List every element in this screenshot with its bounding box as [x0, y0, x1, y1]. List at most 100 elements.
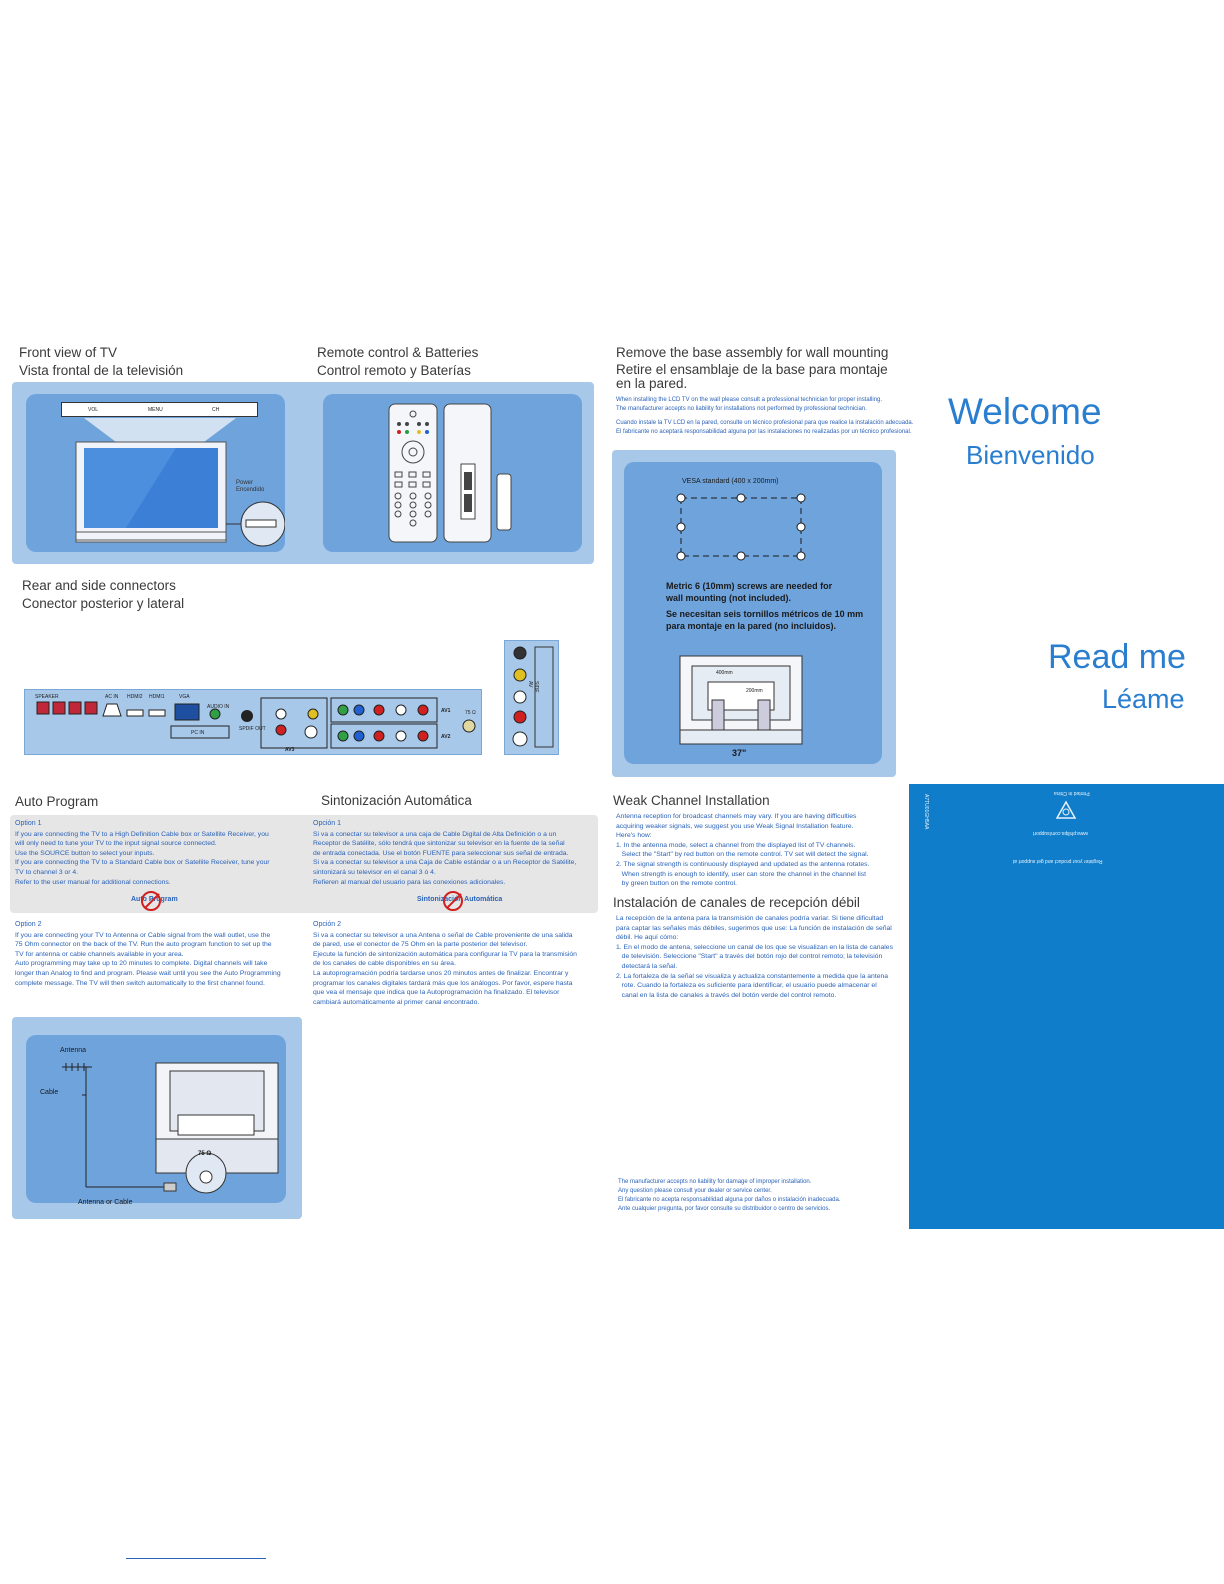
- screws-en-2: wall mounting (not included).: [666, 593, 791, 603]
- debil-body: La recepción de la antena para la transm…: [616, 914, 893, 1000]
- weak-line: 1. In the antenna mode, select a channel…: [616, 841, 856, 849]
- disclaimer: The manufacturer accepts no liability fo…: [618, 1178, 841, 1214]
- disclaimer-line: El fabricante no acepta responsabilidad …: [618, 1197, 841, 1203]
- sintonizacion-opt1: Opción 1 Si va a conectar su televisor a…: [313, 819, 576, 887]
- sint-opt2-line: Si va a conectar su televisor a una Ante…: [313, 931, 573, 939]
- front-view-title-es: Vista frontal de la televisión: [19, 363, 184, 378]
- debil-line: para captar las señales más débiles, sug…: [616, 924, 892, 932]
- antenna-diagram: Antenna Cable Antenna or Cable 75 Ω: [26, 1035, 286, 1206]
- note-es-2: El fabricante no aceptará responsabilida…: [616, 429, 912, 435]
- wall-mount-diagram: VESA standard (400 x 200mm) Metric 6 (10…: [624, 462, 882, 764]
- footer-rule: [126, 1558, 266, 1559]
- sint-opt1-line: Receptor de Satélite, sólo tendrá que si…: [313, 840, 565, 848]
- prohibited-icon: [141, 891, 161, 911]
- av3-label: AV3: [285, 747, 295, 753]
- auto-program-title: Auto Program: [15, 794, 99, 809]
- weak-line: When strength is enough to identify, use…: [616, 870, 866, 878]
- front-view-title-en: Front view of TV: [19, 345, 118, 360]
- auto-opt2-title: Option 2: [15, 921, 42, 928]
- auto-opt1-line: Use the SOURCE button to select your inp…: [15, 849, 155, 857]
- remote-diagram: [323, 394, 582, 552]
- sint-opt2-line: que vea el mensaje que indica que la Aut…: [313, 989, 560, 997]
- ohm-label: 75 Ω: [465, 710, 476, 716]
- debil-line: rote. Cuando la fortaleza es suficiente …: [616, 982, 877, 990]
- cable-label: Cable: [40, 1089, 59, 1096]
- screws-es-2: para montaje en la pared (no incluidos).: [666, 621, 837, 631]
- auto-opt1-line: will only need to tune your TV to the in…: [15, 840, 217, 848]
- debil-line: débil. He aquí cómo:: [616, 934, 679, 942]
- debil-line: 2. La fortaleza de la señal se visualiza…: [616, 972, 889, 980]
- weak-line: 2. The signal strength is continuously d…: [616, 860, 870, 868]
- av2-label: AV2: [441, 734, 451, 740]
- support-url: www.philips.com/support: [1033, 830, 1089, 836]
- sint-opt1-line: sintonizará su televisor en el canal 3 ó…: [313, 868, 436, 876]
- weak-line: acquiring weaker signals, we suggest you…: [616, 822, 854, 830]
- sint-opt1-line: de entrada conectada. Use el botón FUENT…: [313, 849, 569, 857]
- sint-opt2-line: programar los canales digitales tardará …: [313, 979, 573, 987]
- rear-connector-panel: SPEAKER AC IN HDMI2 HDMI1 VGA AUDIO IN P…: [24, 689, 482, 755]
- dim-height: 200mm: [746, 688, 763, 694]
- note-en-2: The manufacturer accepts no liability fo…: [616, 406, 867, 412]
- callout-lines: [75, 418, 285, 547]
- sint-opt1-line: Si va a conectar su televisor a una Caja…: [313, 859, 577, 867]
- pc-in-label: PC IN: [191, 730, 205, 736]
- remote-title-en: Remote control & Batteries: [317, 345, 479, 360]
- screws-es-1: Se necesitan seis tornillos métricos de …: [666, 609, 864, 619]
- auto-opt2-line: longer than Analog to find and program. …: [15, 969, 281, 977]
- auto-program-opt2: Option 2 If you are connecting your TV t…: [15, 920, 281, 988]
- weak-title: Weak Channel Installation: [613, 793, 770, 808]
- debil-line: detectará la señal.: [616, 962, 678, 970]
- vol-label: VOL: [88, 407, 99, 413]
- note-en-1: When installing the LCD TV on the wall p…: [616, 397, 883, 403]
- auto-opt1-line: If you are connecting the TV to a High D…: [15, 830, 269, 838]
- register-text: Register your product and get support at: [1013, 858, 1103, 864]
- vga-label: VGA: [179, 694, 190, 700]
- side-av-label: SIDE AV: [527, 681, 539, 693]
- auto-opt1-line: If you are connecting the TV to a Standa…: [15, 859, 270, 867]
- back-cover-panel: A7TU01GH5AA Printed in China www.philips…: [909, 784, 1224, 1229]
- speaker-label: SPEAKER: [35, 694, 59, 700]
- remote-control-icon: [388, 403, 512, 543]
- prohibited-icon: [443, 891, 463, 911]
- screws-info: Metric 6 (10mm) screws are needed for wa…: [666, 580, 863, 632]
- note-es-1: Cuando instale la TV LCD en la pared, co…: [616, 420, 914, 426]
- tv-control-strip: VOL MENU CH: [61, 402, 258, 417]
- sint-opt1-title: Opción 1: [313, 820, 342, 827]
- auto-opt2-line: If you are connecting your TV to Antenna…: [15, 931, 271, 939]
- power-label-es: Encendido: [236, 487, 265, 493]
- welcome-title: Welcome: [948, 391, 1102, 432]
- option1-panel: [10, 815, 598, 913]
- bienvenido-title: Bienvenido: [966, 440, 1095, 470]
- hdmi2-label: HDMI2: [127, 694, 143, 700]
- made-in-label: Printed in China: [1054, 790, 1090, 796]
- debil-title: Instalación de canales de recepción débi…: [613, 895, 860, 910]
- auto-opt2-line: Auto programming may take up to 20 minut…: [15, 960, 268, 968]
- wall-mount-notes: When installing the LCD TV on the wall p…: [616, 396, 913, 437]
- connectors-title-es: Conector posterior y lateral: [22, 596, 185, 611]
- sint-opt1-line: Si va a conectar su televisor a una caja…: [313, 830, 557, 838]
- leame-title: Léame: [1102, 684, 1185, 714]
- auto-opt2-line: 75 Ohm connector on the back of the TV. …: [15, 941, 272, 949]
- weak-line: by green button on the remote control.: [616, 880, 737, 888]
- front-view-diagram: VOL MENU CH Power Encendido: [26, 394, 285, 552]
- weak-line: Here's how:: [616, 832, 652, 840]
- disclaimer-line: Any question please consult your dealer …: [618, 1188, 772, 1194]
- audio-in-label: AUDIO IN: [207, 704, 230, 710]
- remote-title-es: Control remoto y Baterías: [317, 363, 471, 378]
- sint-opt2-line: de los canales de cable disponibles en s…: [313, 960, 456, 968]
- sint-opt2-line: La autoprogramación podría tardarse unos…: [313, 969, 569, 977]
- side-connector-icons: [512, 646, 554, 748]
- debil-line: canal en la lista de canales a través de…: [616, 991, 837, 999]
- auto-program-opt1: Option 1 If you are connecting the TV to…: [15, 819, 270, 887]
- antenna-or-cable-label: Antenna or Cable: [78, 1199, 133, 1206]
- weak-line: Antenna reception for broadcast channels…: [616, 813, 857, 820]
- hdmi1-label: HDMI1: [149, 694, 165, 700]
- power-label-en: Power: [236, 480, 254, 486]
- spdif-label: SPDIF OUT: [239, 726, 266, 732]
- sint-opt2-line: Ejecute la función de sintonización auto…: [313, 950, 577, 958]
- readme-title: Read me: [1048, 638, 1186, 676]
- wall-mount-title-en: Remove the base assembly for wall mounti…: [616, 345, 889, 360]
- weak-body: Antenna reception for broadcast channels…: [616, 812, 869, 889]
- wall-mount-title-es-2: en la pared.: [616, 376, 688, 391]
- ch-label: CH: [212, 407, 220, 413]
